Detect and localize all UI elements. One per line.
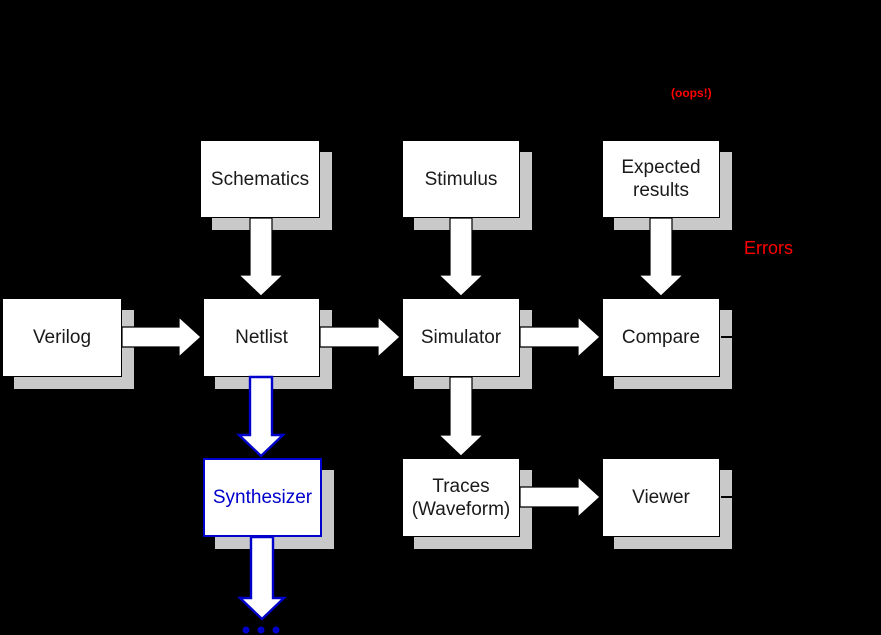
arrow-verilog-to-netlist [121, 315, 202, 359]
oops-annotation: (oops!) [671, 86, 712, 100]
node-synthesizer-label: Synthesizer [212, 487, 313, 508]
node-schematics: Schematics [200, 140, 320, 218]
node-compare: Compare [602, 298, 720, 377]
node-viewer: Viewer [602, 458, 720, 537]
node-compare-label: Compare [621, 327, 701, 348]
arrow-schematics-to-netlist [237, 217, 285, 297]
node-expected-results: Expected results [602, 140, 720, 218]
node-synthesizer: Synthesizer [203, 458, 322, 537]
node-stimulus-label: Stimulus [424, 168, 498, 190]
arrow-stimulus-to-simulator [437, 217, 485, 297]
arrow-synthesizer-to-ellipsis [237, 535, 287, 621]
errors-annotation: Errors [744, 238, 793, 258]
node-schematics-label: Schematics [210, 168, 310, 190]
arrow-traces-to-viewer [519, 475, 601, 519]
node-stimulus: Stimulus [402, 140, 520, 218]
ellipsis-dot [272, 626, 280, 634]
node-traces-label: Traces (Waveform) [411, 475, 511, 520]
node-netlist-label: Netlist [235, 327, 288, 348]
arrow-simulator-to-traces [437, 376, 485, 457]
node-simulator: Simulator [402, 298, 520, 377]
ellipsis-dot [242, 626, 250, 634]
arrow-netlist-to-synthesizer [236, 375, 286, 458]
ellipsis-dot [257, 626, 265, 634]
node-simulator-label: Simulator [420, 327, 502, 348]
node-netlist: Netlist [203, 298, 320, 377]
arrow-simulator-to-compare [519, 315, 601, 359]
arrow-expected-results-to-compare [637, 217, 685, 297]
node-traces: Traces (Waveform) [402, 458, 520, 537]
node-expected-results-label: Expected results [621, 157, 701, 201]
node-verilog: Verilog [2, 298, 122, 377]
node-verilog-label: Verilog [32, 327, 92, 348]
node-viewer-label: Viewer [632, 487, 690, 508]
arrow-netlist-to-simulator [319, 315, 401, 359]
